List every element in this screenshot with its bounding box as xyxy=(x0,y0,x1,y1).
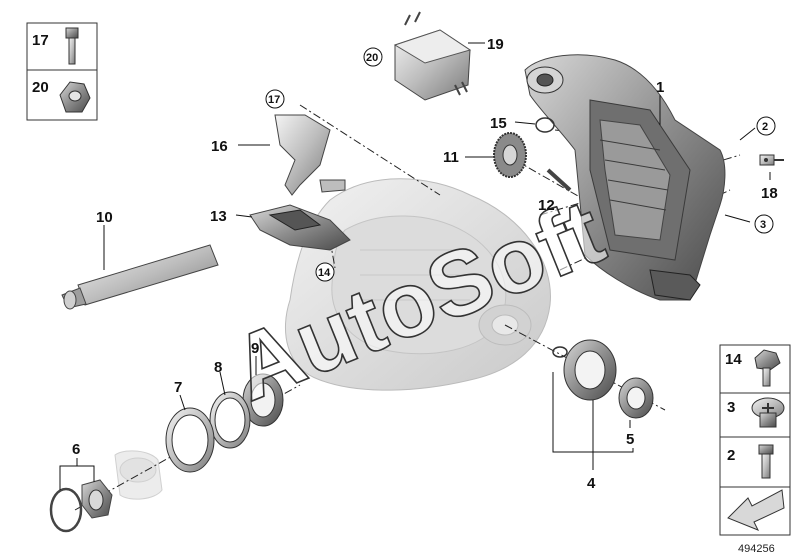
catalog-number: 494256 xyxy=(738,543,775,555)
callout-3[interactable]: 3 xyxy=(760,219,766,231)
box-label-14[interactable]: 14 xyxy=(725,351,742,368)
o-ring[interactable] xyxy=(535,117,555,133)
flange-bolt-icon xyxy=(754,349,781,387)
callout-18[interactable]: 18 xyxy=(761,185,778,202)
callout-14-circle xyxy=(315,262,335,282)
callout-19[interactable]: 19 xyxy=(487,36,504,53)
callout-2-circle xyxy=(756,116,776,136)
box-label-2[interactable]: 2 xyxy=(727,447,735,464)
torx-screw-icon xyxy=(751,397,785,428)
callout-9[interactable]: 9 xyxy=(251,340,259,357)
callout-12[interactable]: 12 xyxy=(538,197,555,214)
callout-4[interactable]: 4 xyxy=(587,475,596,492)
shim[interactable] xyxy=(165,407,215,473)
pin[interactable] xyxy=(546,168,572,192)
callouts: 1 2 3 4 5 6 7 8 9 10 11 12 13 14 15 16 1… xyxy=(72,36,778,492)
box-label-20[interactable]: 20 xyxy=(32,79,49,96)
spacer-ring[interactable] xyxy=(209,391,251,449)
callout-2[interactable]: 2 xyxy=(762,121,768,133)
control-unit[interactable] xyxy=(393,11,472,101)
nut-and-washer[interactable] xyxy=(49,479,113,533)
fastener-box-right: 14 3 2 xyxy=(719,344,791,536)
ghost-differential-housing xyxy=(284,178,551,391)
callout-1[interactable]: 1 xyxy=(656,79,664,96)
screw-icon xyxy=(758,444,774,479)
callout-10[interactable]: 10 xyxy=(96,209,113,226)
bracket[interactable] xyxy=(274,114,346,196)
view-direction-arrow-icon xyxy=(727,489,785,531)
callout-6[interactable]: 6 xyxy=(72,441,80,458)
ghost-output-flange xyxy=(114,450,163,500)
box-label-17[interactable]: 17 xyxy=(32,32,49,49)
shaft-seal-large[interactable] xyxy=(552,339,617,401)
callout-16[interactable]: 16 xyxy=(211,138,228,155)
rear-cover[interactable] xyxy=(524,54,726,301)
callout-7[interactable]: 7 xyxy=(174,379,182,396)
fastener-box-top-left: 17 20 xyxy=(26,22,98,121)
callout-20[interactable]: 20 xyxy=(366,52,378,64)
shield-plate[interactable] xyxy=(249,204,351,251)
box-label-3[interactable]: 3 xyxy=(727,399,735,416)
callout-5[interactable]: 5 xyxy=(626,431,634,448)
nut-icon xyxy=(59,81,91,113)
callout-20-circle xyxy=(363,47,383,67)
callout-3-circle xyxy=(754,214,774,234)
sensor[interactable] xyxy=(759,154,784,166)
callout-17[interactable]: 17 xyxy=(268,94,280,106)
shaft-seal-small[interactable] xyxy=(618,377,654,419)
leader-lines xyxy=(59,42,771,490)
bolt-icon xyxy=(65,27,79,65)
gear-wheel[interactable] xyxy=(493,132,527,178)
callout-15[interactable]: 15 xyxy=(490,115,507,132)
callout-14[interactable]: 14 xyxy=(318,267,331,279)
callout-11[interactable]: 11 xyxy=(443,149,459,166)
callout-17-circle xyxy=(265,89,285,109)
callout-8[interactable]: 8 xyxy=(214,359,222,376)
callout-13[interactable]: 13 xyxy=(210,208,227,225)
sealant-tube[interactable] xyxy=(61,244,219,310)
